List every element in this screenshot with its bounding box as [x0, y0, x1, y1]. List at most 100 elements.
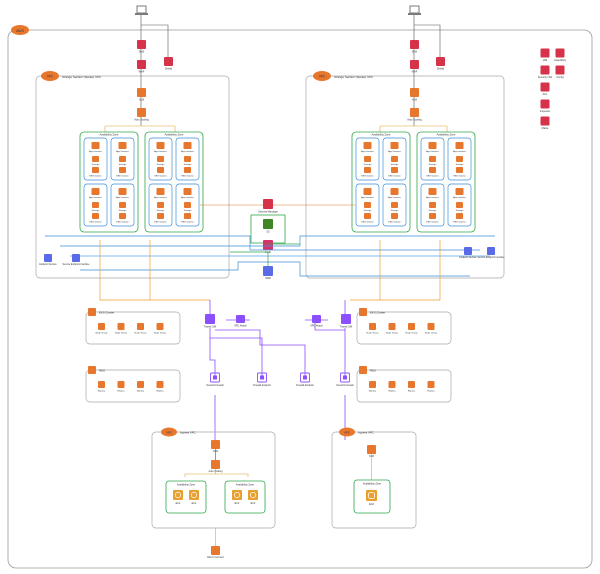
- storage-label: Storage: [429, 209, 437, 212]
- legend-item-label: IAM: [543, 59, 547, 62]
- legend-item-label: Macie: [542, 127, 549, 130]
- app-instance-icon: [91, 142, 100, 149]
- ebs-volume-icon: [157, 167, 164, 173]
- storage-label: Storage: [92, 209, 100, 212]
- vpc-bottom-left-boundary: [151, 431, 276, 529]
- rds-left-item-icon: [156, 381, 164, 388]
- rds-left-icon: [88, 366, 96, 374]
- client-left-icon: [135, 5, 148, 15]
- ssm-icon: SSM: [263, 266, 273, 280]
- app-instance-label: App Instance: [453, 150, 467, 153]
- svg-text:DNS: DNS: [139, 50, 145, 54]
- app-instance-label: App Instance: [426, 196, 440, 199]
- storage-icon: [92, 156, 99, 162]
- svg-text:DNS: DNS: [412, 50, 418, 54]
- storage-label: Storage: [391, 163, 399, 166]
- firewall-attachment-icon: Firewall Endpoint: [253, 372, 271, 387]
- storage-label: Storage: [157, 163, 165, 166]
- storage-icon: [364, 156, 371, 162]
- eks-cluster-right-item-icon: [369, 323, 376, 330]
- app-instance-label: App Instance: [426, 150, 440, 153]
- app-instance-icon: [455, 188, 464, 195]
- vpc-bottom-left-label: Ingress VPC: [180, 431, 196, 435]
- ebs-volume-label: EBS Volume: [388, 222, 401, 224]
- ebs-volume-icon: [391, 167, 398, 173]
- transit-gw-left-icon: Transit GW: [204, 314, 217, 329]
- app-instance-label: App Instance: [154, 150, 168, 153]
- rds-right-item-icon: [408, 381, 415, 388]
- svg-text:Service Endpoint Interface: Service Endpoint Interface: [478, 256, 506, 259]
- ingress-left-ec2-label: EC2: [176, 502, 181, 505]
- aws-cloud-icon: AWS: [11, 25, 29, 35]
- svg-text:EC2: EC2: [369, 503, 374, 506]
- eks-cluster-right-item-label: Node Group: [367, 332, 380, 335]
- vpc-attach-left-icon: VPC Attach: [234, 315, 247, 328]
- ebs-volume-icon: [429, 213, 436, 219]
- vpc-bottom-left-badge: VPC: [161, 427, 177, 437]
- app-instance-icon: [91, 188, 100, 195]
- svg-text:ALB: ALB: [412, 98, 417, 102]
- app-instance-icon: [363, 142, 372, 149]
- ebs-volume-icon: [456, 213, 463, 219]
- rds-right-icon: [359, 366, 367, 374]
- legend-item-label: Inspector: [540, 110, 550, 113]
- storage-label: Storage: [119, 163, 127, 166]
- legend-item-label: Config: [556, 76, 564, 79]
- svg-text:WAF: WAF: [139, 70, 145, 74]
- eks-cluster-left-item-label: Node Group: [115, 332, 128, 335]
- firewall-attachment-label: Firewall Endpoint: [253, 384, 271, 387]
- svg-text:ALB: ALB: [139, 98, 144, 102]
- legend-item-label: ACL: [543, 93, 548, 96]
- legend-item-icon: [540, 99, 550, 109]
- legend-item-label: GuardDuty: [554, 59, 567, 62]
- ebs-volume-label: EBS Volume: [116, 176, 129, 178]
- network-lines: [209, 300, 346, 440]
- ebs-volume-label: EBS Volume: [388, 176, 401, 178]
- rds-right-item-label: Replica: [408, 391, 416, 393]
- s3-icon: S3: [263, 219, 273, 234]
- storage-label: Storage: [184, 209, 192, 212]
- ebs-volume-icon: [184, 213, 191, 219]
- ingress-right-zone-label: Availability Zone: [363, 483, 382, 486]
- endpoint-right-a-icon: Endpoint Service: [459, 247, 477, 259]
- ebs-volume-icon: [184, 167, 191, 173]
- az-label: Availability Zone: [100, 133, 119, 137]
- alb-left-icon: ALB: [137, 88, 146, 102]
- az-label: Availability Zone: [372, 133, 391, 137]
- edge-dns-right-icon: DNS: [410, 40, 419, 54]
- storage-label: Storage: [157, 209, 165, 212]
- storage-icon: [119, 202, 126, 208]
- storage-label: Storage: [364, 163, 372, 166]
- app-instance-label: App Instance: [89, 196, 103, 199]
- endpoint-left-b-icon: Service Endpoint Interface: [63, 254, 90, 266]
- app-instance-label: App Instance: [361, 196, 375, 199]
- ebs-volume-label: EBS Volume: [453, 222, 466, 224]
- ingress-left-ec2-label: EC2: [235, 502, 240, 505]
- app-instance-label: App Instance: [388, 196, 402, 199]
- secrets-manager-icon: Secrets Manager: [258, 199, 278, 214]
- storage-label: Storage: [456, 163, 464, 166]
- direct-connect-icon: Direct Connect: [207, 546, 224, 559]
- ebs-volume-icon: [456, 167, 463, 173]
- rds-right-item-icon: [369, 381, 376, 388]
- app-instance-icon: [118, 188, 127, 195]
- legend-item: Macie: [540, 116, 550, 130]
- ebs-volume-icon: [364, 213, 371, 219]
